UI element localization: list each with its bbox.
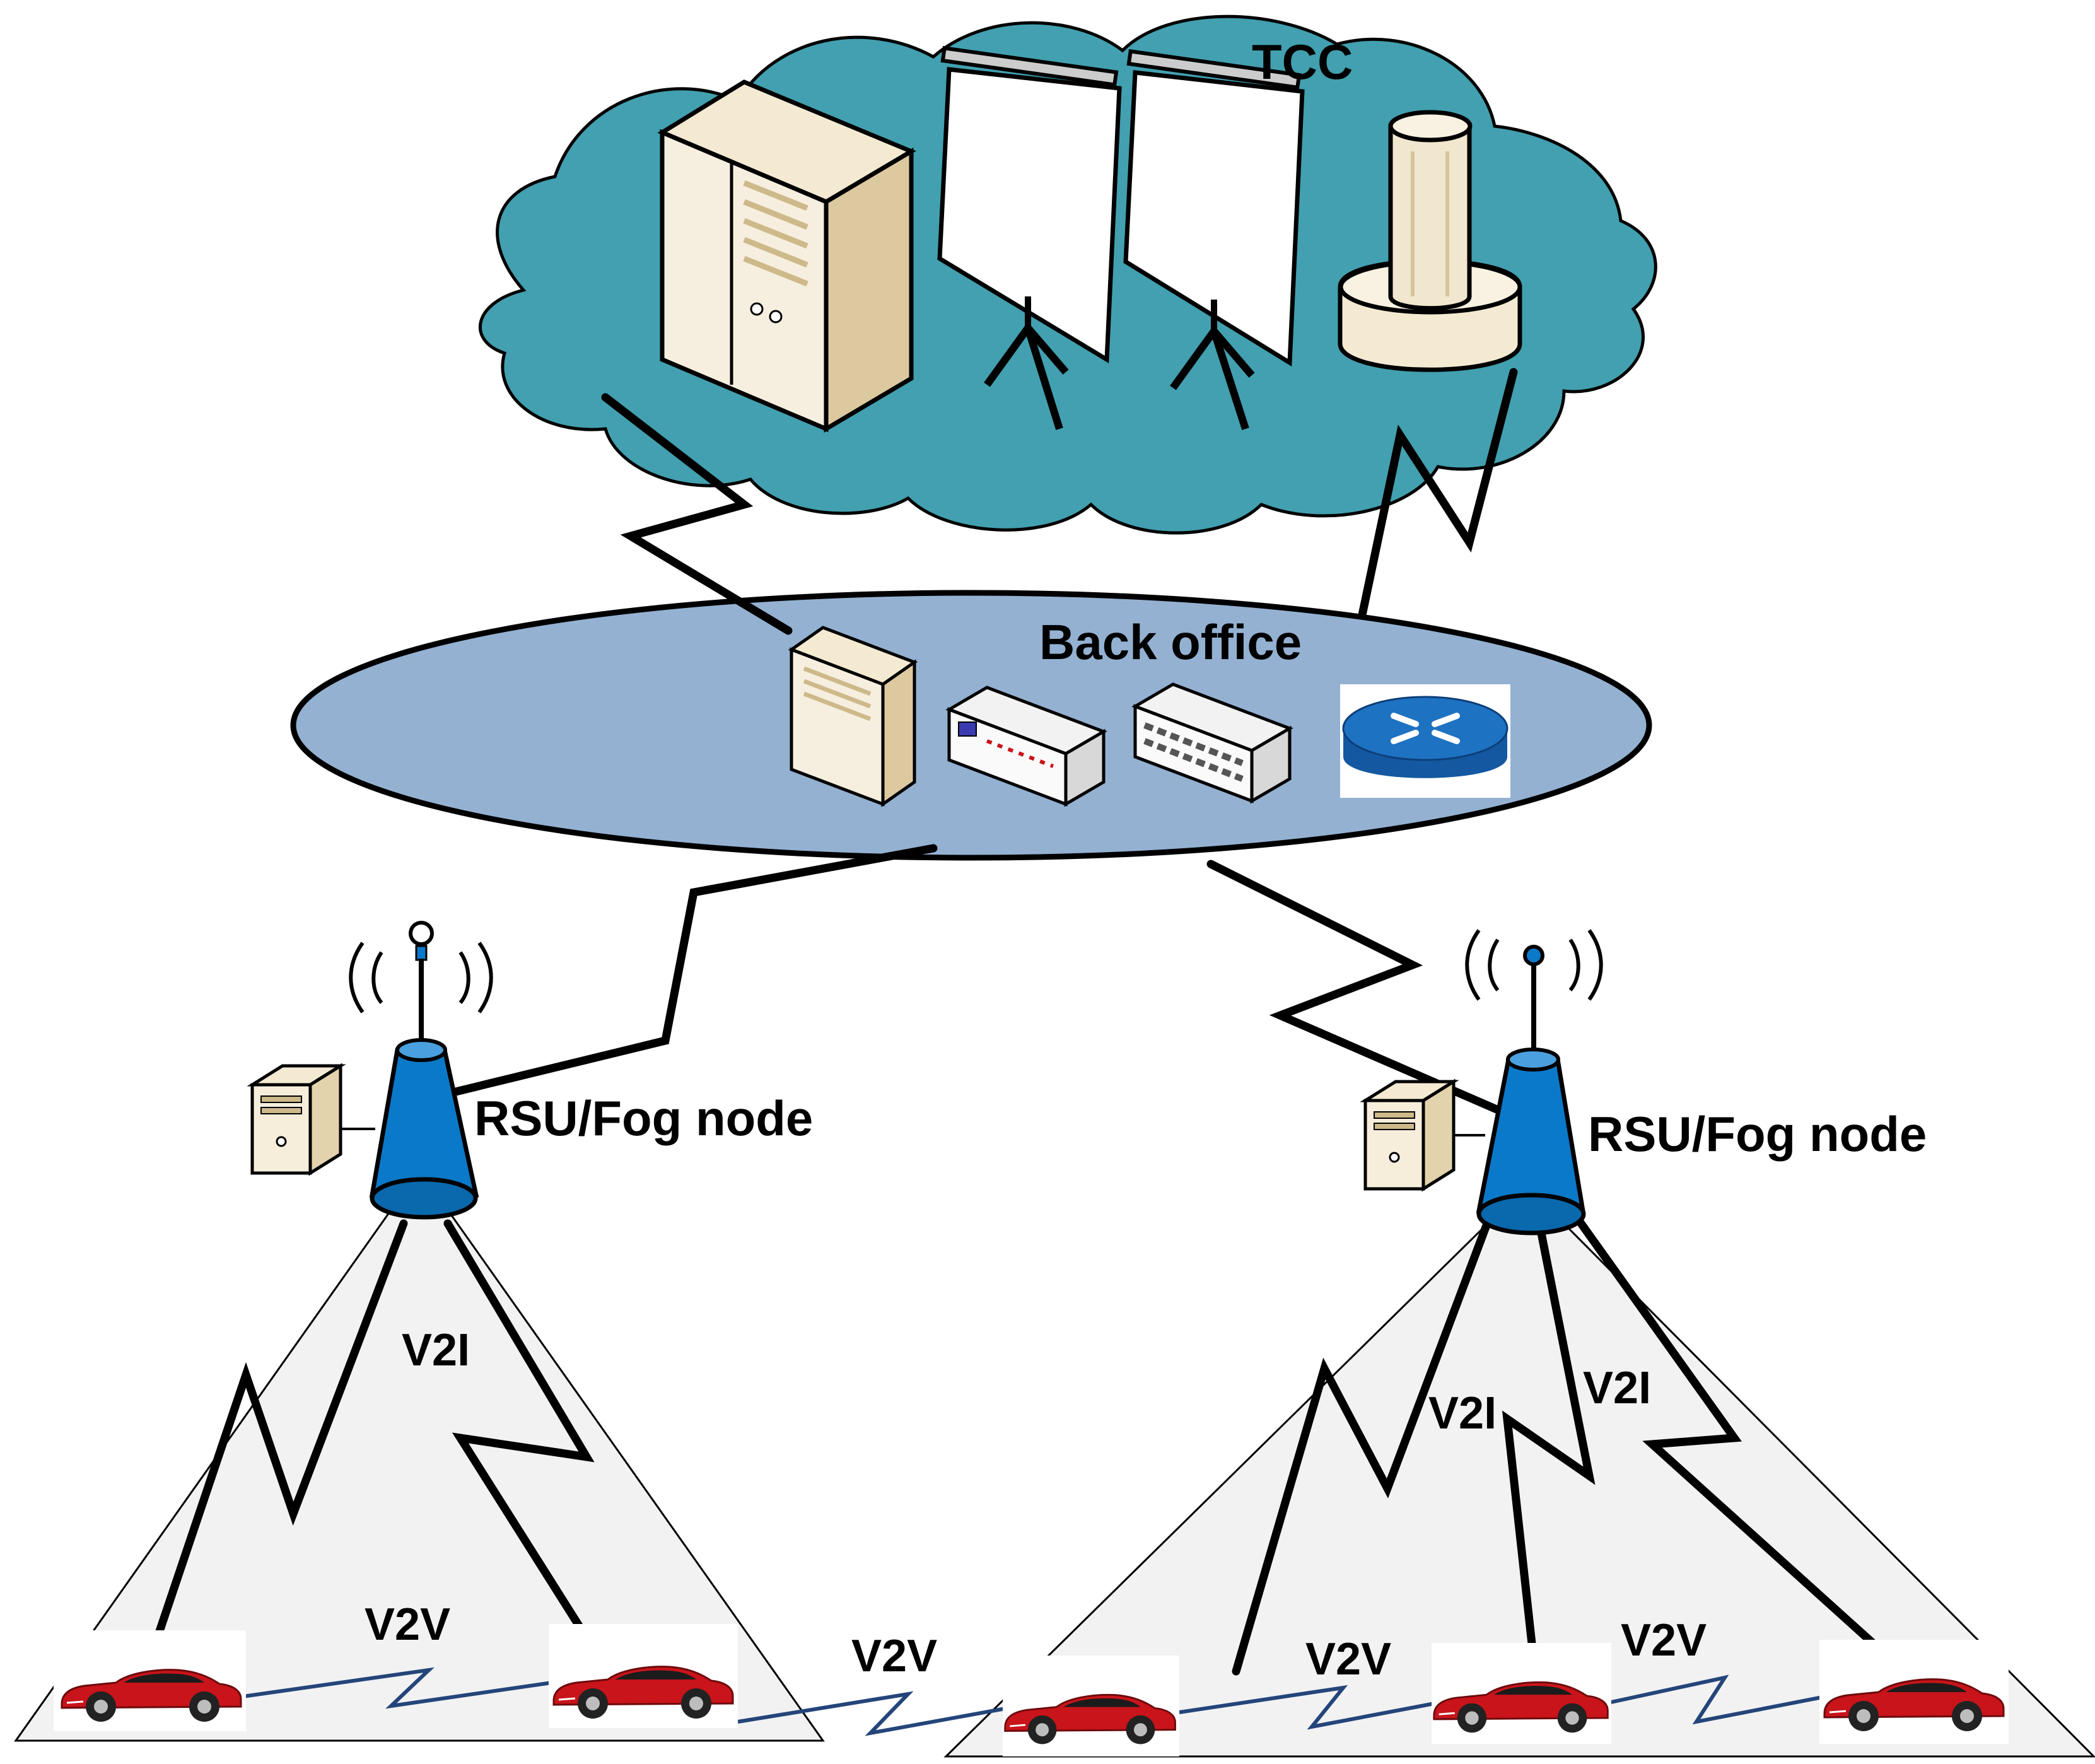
car-icon <box>1003 1656 1179 1756</box>
rsu-fog-node-label-right: RSU/Fog node <box>1588 1106 1927 1162</box>
back-office-label: Back office <box>1039 614 1302 670</box>
server-rack-icon <box>657 79 916 433</box>
link-cloud-backoffice-right <box>1358 368 1518 619</box>
car-icon <box>549 1624 738 1728</box>
v2i-link-right-3 <box>1572 1213 1881 1650</box>
database-icon <box>1338 110 1522 372</box>
v2v-link-middle <box>737 1691 1010 1736</box>
link-backoffice-rsu-left <box>415 844 938 1105</box>
projection-screen-icon <box>937 45 1122 430</box>
v2v-link-right-a <box>1179 1685 1438 1730</box>
v2i-link-right-2 <box>1502 1216 1596 1654</box>
v2i-label-right-a: V2I <box>1428 1388 1497 1439</box>
v2i-link-left-2 <box>443 1219 616 1682</box>
v2i-link-right-1 <box>1232 1216 1493 1676</box>
v2v-label-right-b: V2V <box>1621 1615 1707 1666</box>
link-cloud-backoffice-left <box>601 393 793 635</box>
tcc-label: TCC <box>1252 34 1353 90</box>
car-icon <box>1432 1643 1611 1744</box>
coverage-area-right <box>943 1184 2095 1758</box>
switch-icon <box>945 686 1107 807</box>
v2v-label-right-a: V2V <box>1305 1634 1391 1685</box>
rsu-fog-node-label-left: RSU/Fog node <box>474 1090 813 1146</box>
desktop-pc-icon <box>252 1066 341 1173</box>
v2v-link-left <box>242 1667 552 1709</box>
v2i-label-right-b: V2I <box>1583 1363 1651 1413</box>
switch-icon <box>1131 682 1293 804</box>
v2v-label-middle: V2V <box>851 1631 937 1681</box>
server-rack-icon <box>788 626 918 807</box>
v2v-link-right-b <box>1608 1674 1826 1725</box>
v2i-label-left: V2I <box>402 1325 470 1376</box>
car-icon <box>54 1630 246 1731</box>
v2v-label-left: V2V <box>365 1599 450 1650</box>
link-backoffice-rsu-right <box>1206 860 1524 1124</box>
router-icon <box>1340 684 1510 798</box>
radio-tower-icon <box>349 921 493 1220</box>
desktop-pc-icon <box>1365 1082 1454 1189</box>
projection-screen-icon <box>1123 49 1305 430</box>
v2i-link-left-1 <box>147 1219 408 1660</box>
car-icon <box>1819 1640 2009 1744</box>
radio-tower-icon <box>1465 929 1603 1235</box>
